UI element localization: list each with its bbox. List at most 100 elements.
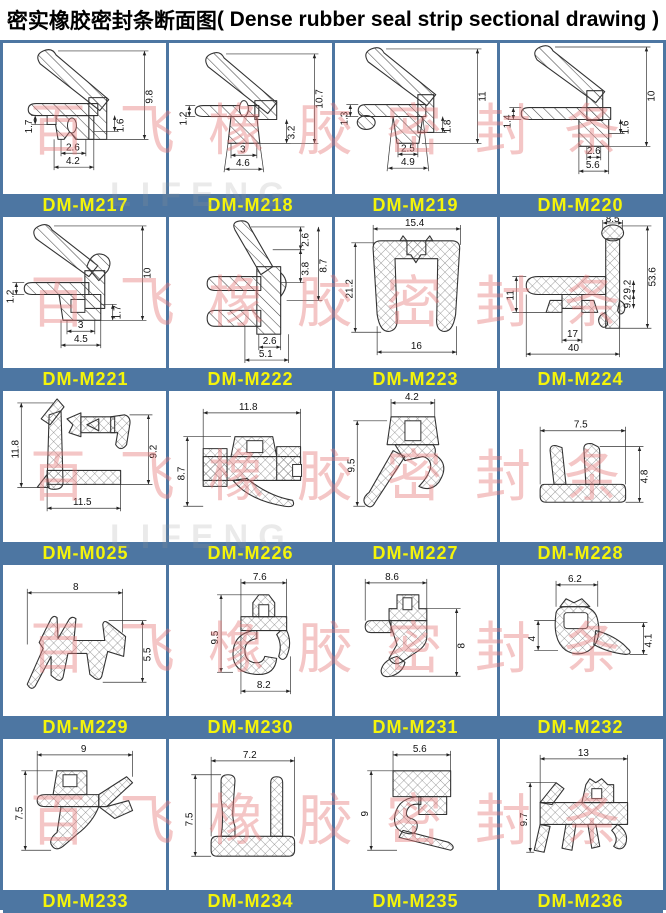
- svg-text:7.5: 7.5: [574, 420, 588, 431]
- svg-text:8: 8: [456, 642, 467, 648]
- svg-text:9: 9: [81, 744, 87, 755]
- svg-text:11.5: 11.5: [73, 497, 92, 508]
- drawing-dm-m226: 11.8 8.7: [168, 391, 332, 542]
- svg-text:4.9: 4.9: [400, 157, 414, 168]
- svg-text:4.1: 4.1: [644, 633, 655, 647]
- drawing-dm-m217: 9.8 1.7 1.6 2.6 4.2: [3, 43, 166, 194]
- svg-text:1.2: 1.2: [5, 289, 16, 303]
- model-label: DM-M226: [207, 543, 294, 563]
- svg-text:1.8: 1.8: [442, 119, 453, 133]
- svg-text:4.8: 4.8: [640, 469, 651, 483]
- svg-text:1.2: 1.2: [178, 111, 189, 125]
- svg-text:9.2: 9.2: [148, 444, 159, 458]
- label-bar-4: DM-M229 DM-M230 DM-M231 DM-M232: [3, 716, 663, 739]
- drawing-dm-m234: 7.2 7.5: [168, 739, 332, 890]
- page-title: 密实橡胶密封条断面图( Dense rubber seal strip sect…: [0, 0, 666, 40]
- model-label: DM-M220: [537, 195, 624, 215]
- svg-text:5.6: 5.6: [586, 160, 600, 171]
- model-label: DM-M228: [537, 543, 624, 563]
- svg-text:9.2: 9.2: [623, 294, 634, 308]
- svg-text:53.6: 53.6: [648, 267, 659, 287]
- svg-text:7.5: 7.5: [184, 812, 195, 826]
- drawing-dm-m025: 11.8 9.2 11.5: [3, 391, 166, 542]
- svg-text:7.2: 7.2: [243, 750, 257, 761]
- svg-text:9.8: 9.8: [144, 89, 155, 103]
- label-bar-3: DM-M025 DM-M226 DM-M227 DM-M228: [3, 542, 663, 565]
- drawing-dm-m223: 15.4 21.2 16: [334, 217, 498, 368]
- drawing-dm-m224: 8.5 53.6 11 9.2 9.2 17 40: [500, 217, 663, 368]
- svg-text:11.8: 11.8: [239, 402, 258, 413]
- svg-text:16: 16: [410, 341, 422, 352]
- model-label: DM-M025: [42, 543, 129, 563]
- model-label: DM-M218: [207, 195, 294, 215]
- drawing-dm-m229: 8 5.5: [3, 565, 166, 716]
- drawing-dm-m219: 11 1.3 1.8 2.5 4.9: [334, 43, 498, 194]
- svg-text:2.6: 2.6: [587, 146, 601, 157]
- svg-text:4: 4: [527, 635, 538, 641]
- svg-text:7.5: 7.5: [14, 806, 25, 820]
- svg-text:2.6: 2.6: [263, 336, 277, 347]
- model-label: DM-M235: [372, 891, 459, 911]
- svg-text:7.6: 7.6: [253, 572, 267, 583]
- svg-text:10: 10: [647, 90, 658, 102]
- svg-text:8: 8: [73, 582, 79, 593]
- svg-text:9.2: 9.2: [623, 279, 634, 293]
- svg-text:3.8: 3.8: [300, 261, 311, 275]
- model-label: DM-M223: [372, 369, 459, 389]
- drawing-dm-m235: 5.6 9: [334, 739, 498, 890]
- svg-text:1.3: 1.3: [339, 111, 350, 125]
- label-bar-2: DM-M221 DM-M222 DM-M223 DM-M224: [3, 368, 663, 391]
- drawing-dm-m227: 4.2 9.5: [334, 391, 498, 542]
- model-label: DM-M222: [207, 369, 294, 389]
- svg-text:2.6: 2.6: [300, 233, 311, 247]
- model-label: DM-M230: [207, 717, 294, 737]
- svg-text:3: 3: [240, 144, 246, 155]
- drawing-dm-m231: 8.6 8: [334, 565, 498, 716]
- drawing-grid: 9.8 1.7 1.6 2.6 4.2: [0, 40, 666, 913]
- drawing-dm-m236: 13 9.7: [500, 739, 663, 890]
- svg-text:15.4: 15.4: [404, 218, 424, 229]
- svg-text:8.7: 8.7: [176, 466, 187, 480]
- svg-text:9.5: 9.5: [210, 630, 221, 644]
- svg-text:2.6: 2.6: [66, 142, 80, 153]
- drawing-dm-m220: 10 1.4 1.6 2.6 5.6: [500, 43, 663, 194]
- svg-text:4.2: 4.2: [66, 156, 80, 167]
- svg-text:8.2: 8.2: [257, 680, 271, 691]
- drawing-dm-m232: 6.2 4 4.1: [500, 565, 663, 716]
- svg-text:8.5: 8.5: [606, 217, 620, 225]
- model-label: DM-M224: [537, 369, 624, 389]
- svg-text:21.2: 21.2: [344, 279, 355, 299]
- svg-text:4.6: 4.6: [236, 158, 250, 169]
- model-label: DM-M234: [207, 891, 294, 911]
- title-en: ( Dense rubber seal strip sectional draw…: [216, 8, 660, 31]
- svg-text:1.7: 1.7: [113, 305, 124, 319]
- svg-text:13: 13: [578, 748, 590, 759]
- svg-text:8.6: 8.6: [385, 572, 399, 583]
- model-label: DM-M227: [372, 543, 459, 563]
- model-label: DM-M233: [42, 891, 129, 911]
- drawing-dm-m228: 7.5 4.8: [500, 391, 663, 542]
- svg-text:3: 3: [78, 320, 84, 331]
- svg-text:4.2: 4.2: [404, 392, 418, 403]
- drawing-dm-m221: 10 1.2 1.7 3 4.5: [3, 217, 166, 368]
- drawing-dm-m233: 9 7.5: [3, 739, 166, 890]
- svg-text:10.7: 10.7: [314, 89, 325, 109]
- drawing-dm-m222: 2.6 3.8 8.7 2.6 5.1: [168, 217, 332, 368]
- svg-text:40: 40: [568, 343, 580, 354]
- svg-text:9.7: 9.7: [519, 812, 530, 826]
- svg-text:1.4: 1.4: [503, 114, 514, 128]
- svg-text:17: 17: [567, 329, 579, 340]
- model-label: DM-M221: [42, 369, 129, 389]
- svg-text:8.7: 8.7: [318, 258, 329, 272]
- model-label: DM-M217: [42, 195, 129, 215]
- svg-text:1.7: 1.7: [24, 119, 35, 133]
- model-label: DM-M219: [372, 195, 459, 215]
- svg-text:3.2: 3.2: [286, 125, 297, 139]
- svg-text:5.5: 5.5: [142, 647, 153, 661]
- svg-text:6.2: 6.2: [568, 574, 582, 585]
- svg-text:1.6: 1.6: [116, 118, 127, 132]
- model-label: DM-M236: [537, 891, 624, 911]
- svg-text:11: 11: [477, 91, 488, 102]
- svg-text:10: 10: [142, 267, 153, 279]
- label-bar-5: DM-M233 DM-M234 DM-M235 DM-M236: [3, 890, 663, 913]
